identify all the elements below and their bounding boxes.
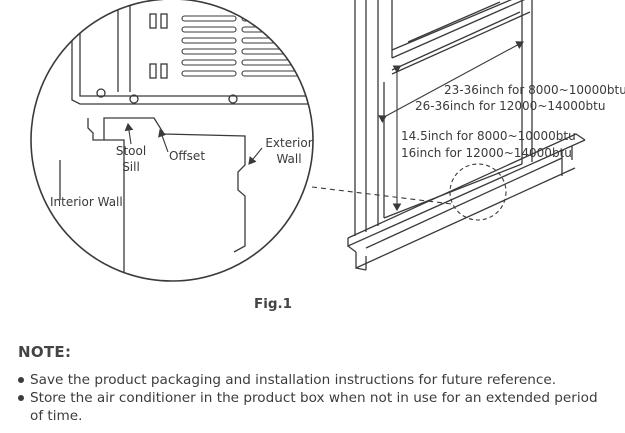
sill-detail-marker bbox=[449, 163, 507, 221]
bullet-icon bbox=[18, 395, 24, 401]
interior-wall-label: Interior Wall bbox=[50, 195, 123, 209]
stool-label: Stool bbox=[116, 144, 146, 158]
list-item: Save the product packaging and installat… bbox=[18, 371, 608, 389]
sill-label: Sill bbox=[122, 160, 140, 174]
window-illustration bbox=[347, 0, 586, 271]
width-range-label-2: 26-36inch for 12000~14000btu bbox=[415, 99, 605, 113]
connector-line bbox=[311, 186, 453, 205]
bullet-icon bbox=[18, 377, 24, 383]
note-heading: NOTE: bbox=[18, 343, 72, 361]
note-text: Store the air conditioner in the product… bbox=[30, 390, 598, 424]
note-list: Save the product packaging and installat… bbox=[18, 371, 608, 425]
width-range-label-1: 23-36inch for 8000~10000btu bbox=[444, 83, 625, 97]
height-min-label-2: 16inch for 12000~14000btu bbox=[401, 146, 572, 160]
list-item: Store the air conditioner in the product… bbox=[18, 389, 608, 425]
installation-figure: Stool Sill Offset Exterior Wall Interior… bbox=[30, 0, 625, 282]
width-dimension-arrow bbox=[378, 41, 524, 124]
note-text: Save the product packaging and installat… bbox=[30, 372, 557, 388]
wall-label: Wall bbox=[276, 152, 301, 166]
figure-caption: Fig.1 bbox=[253, 296, 293, 312]
height-min-label-1: 14.5inch for 8000~10000btu bbox=[401, 129, 576, 143]
offset-label: Offset bbox=[169, 149, 205, 163]
figure-drawing: Stool Sill Offset Exterior Wall Interior… bbox=[30, 0, 625, 282]
detail-magnifier bbox=[30, 0, 314, 282]
exterior-label: Exterior bbox=[265, 136, 312, 150]
